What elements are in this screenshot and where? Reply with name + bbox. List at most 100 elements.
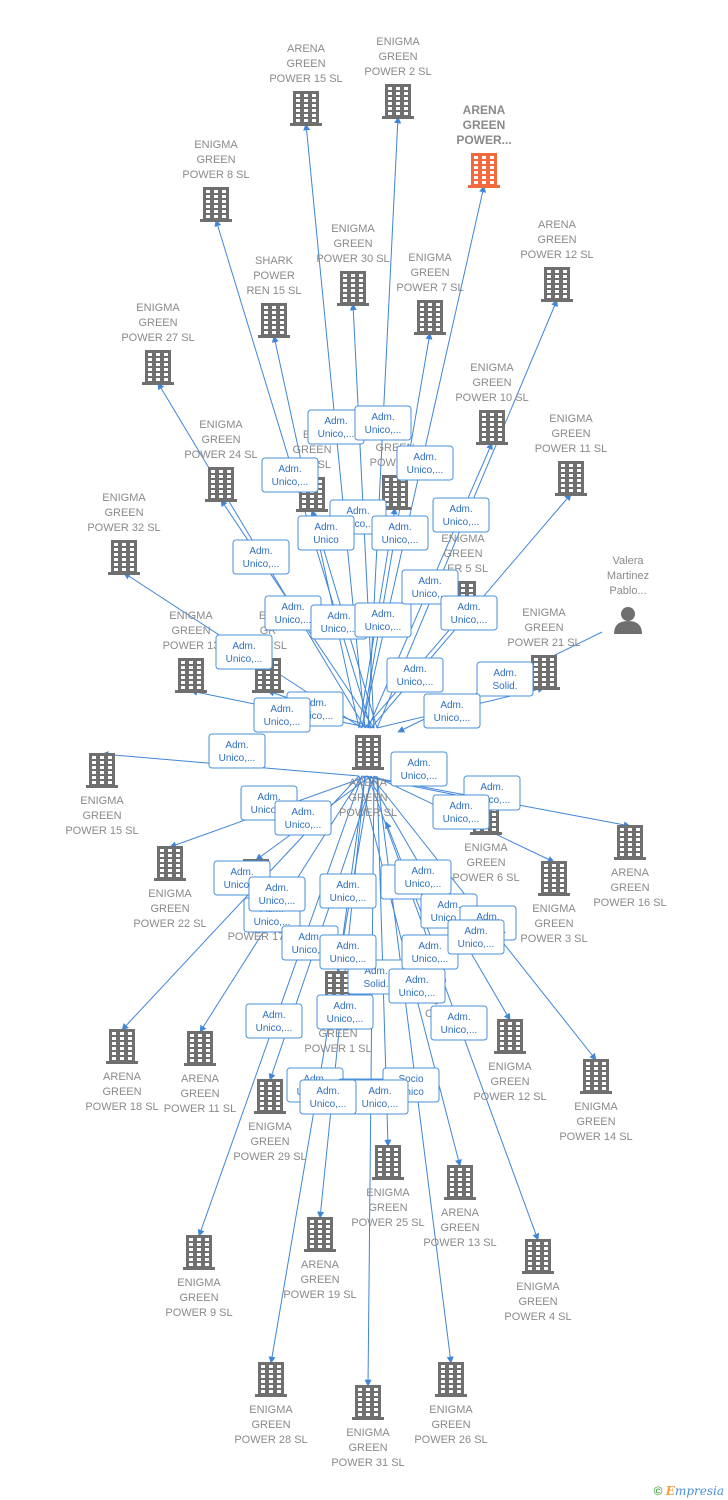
relation-box[interactable]: Adm.Solid.	[476, 661, 534, 697]
relation-box-text: Unico,...	[224, 880, 261, 891]
node-label-line: GREEN	[534, 918, 573, 930]
node-label-line: GREEN	[551, 428, 590, 440]
relation-box[interactable]: Adm.Unico,...	[264, 595, 322, 631]
relation-box[interactable]: Adm.Unico,...	[351, 1079, 409, 1115]
node-label-line: POWER 11 SL	[535, 443, 608, 455]
relation-box[interactable]: Adm.Unico,...	[274, 800, 332, 836]
relation-box[interactable]: Adm.Unico,...	[432, 794, 490, 830]
node-n_valera[interactable]: ValeraMartinezPablo...	[607, 555, 649, 634]
node-label-line: POWER 28 SL	[234, 1434, 307, 1446]
node-label-line: ENIGMA	[148, 888, 192, 900]
relation-boxes-layer: Adm.Unico,...Adm.Unico,...Adm.Unico,...A…	[208, 405, 534, 1115]
node-label-line: GREEN	[171, 625, 210, 637]
relation-box[interactable]: Adm.Unico,...	[440, 595, 498, 631]
relation-box[interactable]: Adm.Unico,...	[354, 602, 412, 638]
relation-box[interactable]: Adm.Unico,...	[390, 751, 448, 787]
node-label-line: ENIGMA	[470, 362, 514, 374]
relation-box[interactable]: Adm.Unico,...	[430, 1005, 488, 1041]
node-label-line: GREEN	[180, 1088, 219, 1100]
relation-box[interactable]: Adm.Unico,...	[319, 934, 377, 970]
node-label-line: POWER 6 SL	[452, 872, 519, 884]
relation-box[interactable]: Adm.Unico,...	[299, 1079, 357, 1115]
relation-box[interactable]: Adm.Unico,...	[371, 515, 429, 551]
node-label-line: GREEN	[368, 1202, 407, 1214]
relation-box[interactable]: Adm.Unico,...	[432, 497, 490, 533]
relation-box-text: Solid.	[492, 681, 517, 692]
node-label-line: GREEN	[348, 792, 387, 804]
node-label-line: ARENA	[463, 103, 506, 117]
relation-box[interactable]: Adm.Unico,...	[386, 657, 444, 693]
node-label-line: GREEN	[490, 1076, 529, 1088]
building-icon	[541, 267, 573, 302]
building-icon	[86, 753, 118, 788]
node-label-line: ENIGMA	[331, 223, 375, 235]
relation-box-text: Unico,...	[412, 589, 449, 600]
relation-box[interactable]: Adm.Unico,...	[253, 697, 311, 733]
relation-box[interactable]: Adm.Unico,...	[208, 733, 266, 769]
relation-box-text: Adm.	[346, 506, 369, 517]
relation-box[interactable]: Adm.Unico	[297, 515, 355, 551]
relation-box[interactable]: Adm.Unico,...	[394, 859, 452, 895]
copyright-icon: ©	[653, 1484, 663, 1498]
relation-box[interactable]: Adm.Unico,...	[388, 968, 446, 1004]
node-label-line: Pablo...	[609, 585, 646, 597]
node-label-line: POWER 16 SL	[593, 897, 666, 909]
relation-box[interactable]: Adm.Unico,...	[354, 405, 412, 441]
relation-box[interactable]: Adm.Unico,...	[447, 919, 505, 955]
relation-box[interactable]: Adm.Unico,...	[307, 409, 365, 445]
relation-box[interactable]: Adm.Unico,...	[232, 539, 290, 575]
building-icon	[108, 540, 140, 575]
relation-box[interactable]: Adm.Unico,...	[316, 994, 374, 1030]
relation-box[interactable]: Adm.Unico,...	[423, 693, 481, 729]
relation-box[interactable]: Adm.Unico,...	[248, 876, 306, 912]
relation-box[interactable]: Adm.Unico,...	[245, 1003, 303, 1039]
building-icon	[175, 658, 207, 693]
relation-box[interactable]: Adm.Unico,...	[396, 445, 454, 481]
node-label-line: GREEN	[104, 507, 143, 519]
node-top_focus[interactable]: ARENAGREENPOWER...	[456, 103, 512, 188]
node-label-line: GREEN	[431, 1419, 470, 1431]
node-label-line: ARENA	[181, 1073, 220, 1085]
node-label-line: POWER	[253, 270, 295, 282]
brand-footer[interactable]: © Empresia	[654, 1484, 724, 1498]
node-label-line: GREEN	[440, 1222, 479, 1234]
node-label-line: POWER 21 SL	[507, 637, 580, 649]
node-label-line: ENIGMA	[177, 1277, 221, 1289]
relation-box[interactable]: Adm.Unico,...	[261, 457, 319, 493]
relation-box[interactable]: Adm.Unico,...	[319, 873, 377, 909]
node-label-line: ENIGMA	[408, 252, 452, 264]
relation-box[interactable]: Adm.Unico,...	[215, 634, 273, 670]
